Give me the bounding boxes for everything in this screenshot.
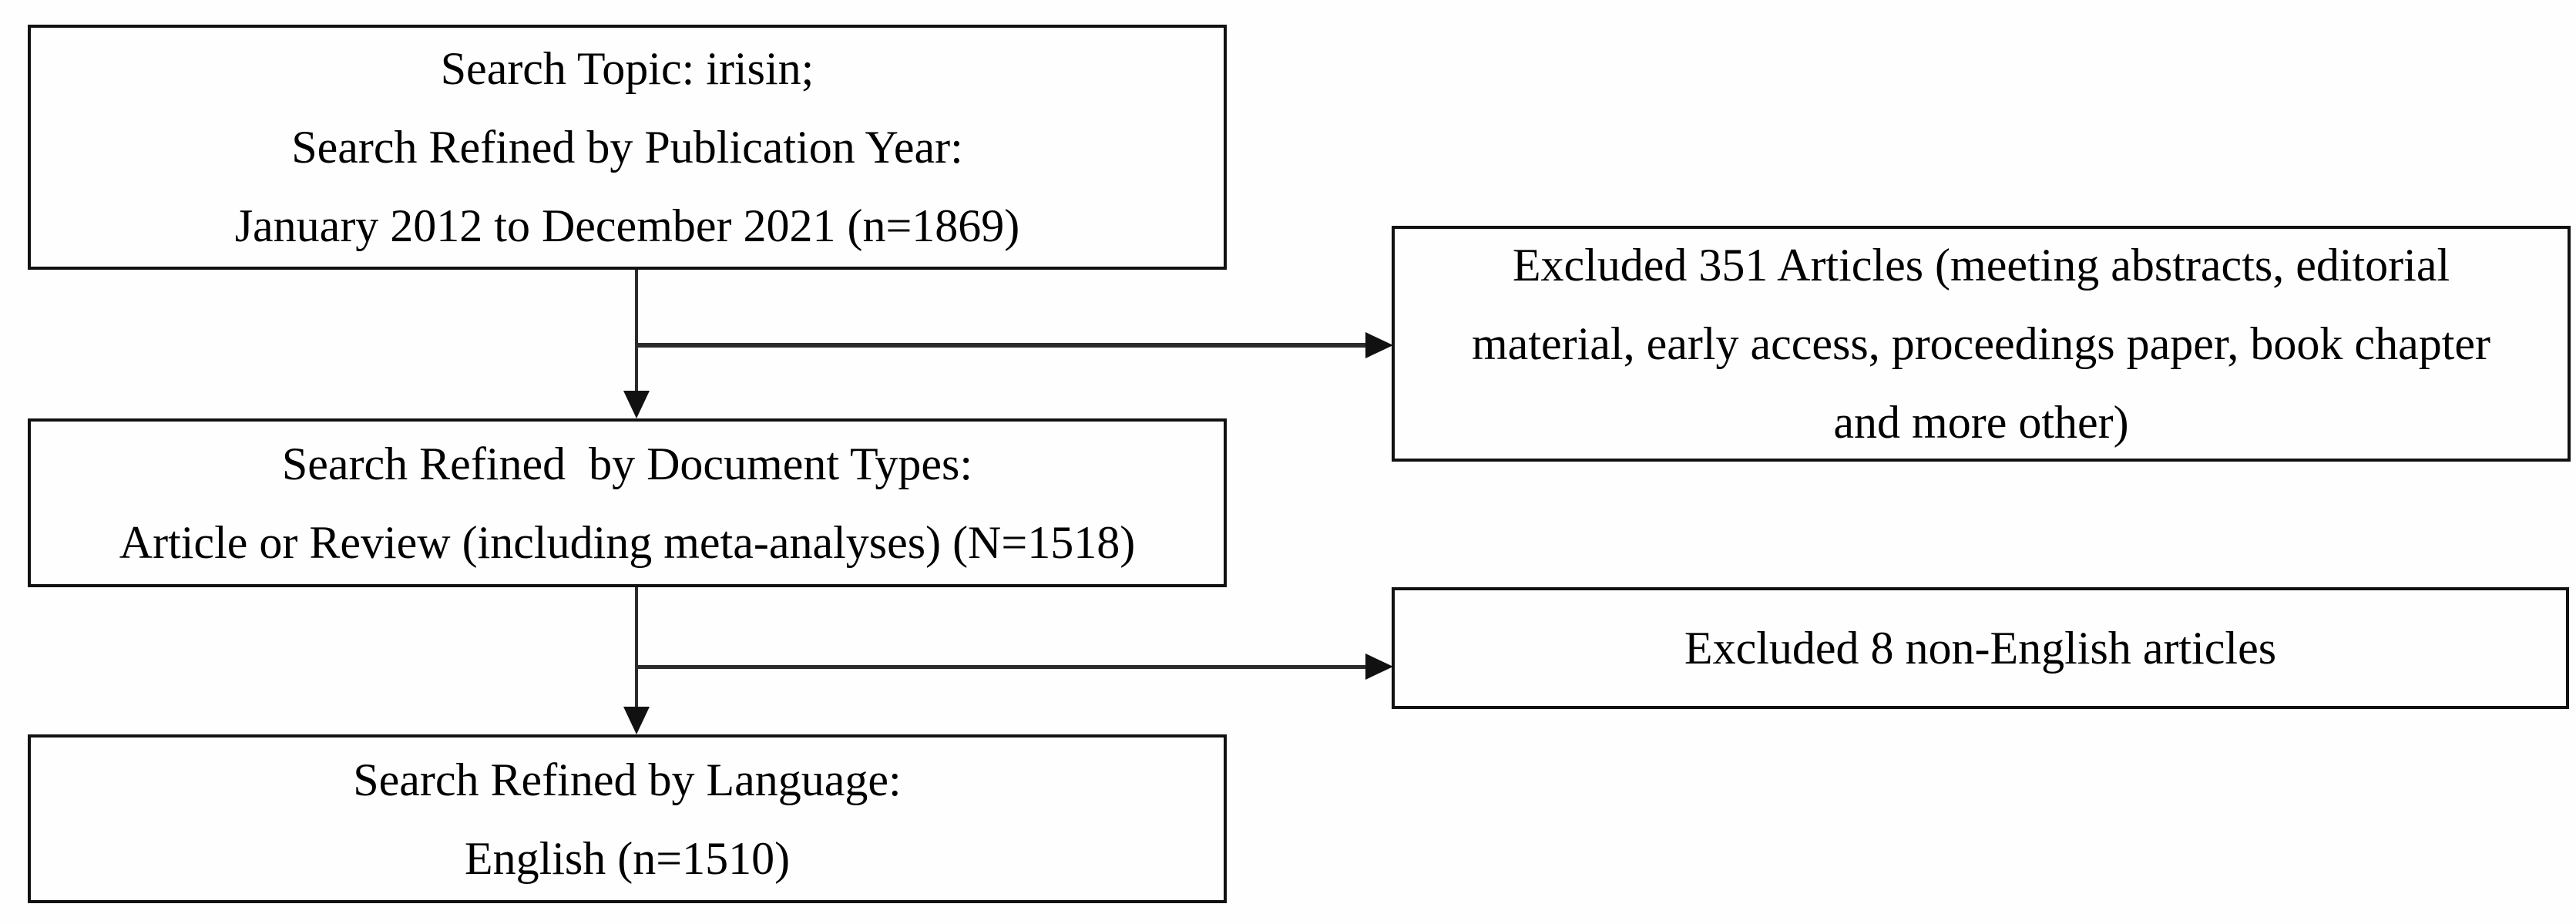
flow-box-line: Excluded 351 Articles (meeting abstracts… bbox=[1512, 240, 2450, 291]
flow-box-line: English (n=1510) bbox=[464, 832, 791, 884]
flow-box-line: Search Topic: irisin; bbox=[440, 43, 814, 94]
flow-box-line: Search Refined by Publication Year: bbox=[291, 122, 963, 173]
down-arrowhead-icon bbox=[623, 707, 650, 734]
flow-box-line: and more other) bbox=[1833, 397, 2129, 448]
connector-branch-to-non-english bbox=[636, 665, 1369, 669]
flow-box-excluded-articles: Excluded 351 Articles (meeting abstracts… bbox=[1392, 226, 2571, 462]
connector-branch-to-excluded-articles bbox=[636, 343, 1369, 348]
right-arrowhead-icon bbox=[1365, 332, 1393, 358]
flow-box-line: January 2012 to December 2021 (n=1869) bbox=[234, 200, 1020, 251]
flow-box-non-english: Excluded 8 non-English articles bbox=[1392, 587, 2569, 709]
flow-box-line: material, early access, proceedings pape… bbox=[1472, 318, 2490, 369]
flow-box-language: Search Refined by Language: English (n=1… bbox=[28, 734, 1227, 903]
flow-box-line: Excluded 8 non-English articles bbox=[1684, 623, 2277, 674]
connector-doctypes-to-language bbox=[635, 587, 638, 711]
down-arrowhead-icon bbox=[623, 391, 650, 418]
flow-box-document-types: Search Refined by Document Types: Articl… bbox=[28, 418, 1227, 587]
connector-topic-to-doctypes bbox=[635, 270, 638, 397]
flow-box-line: Search Refined by Language: bbox=[353, 754, 902, 805]
flow-box-line: Article or Review (including meta-analys… bbox=[119, 516, 1136, 568]
flow-box-search-topic: Search Topic: irisin; Search Refined by … bbox=[28, 25, 1227, 270]
right-arrowhead-icon bbox=[1365, 654, 1393, 680]
flow-box-line: Search Refined by Document Types: bbox=[281, 438, 973, 489]
